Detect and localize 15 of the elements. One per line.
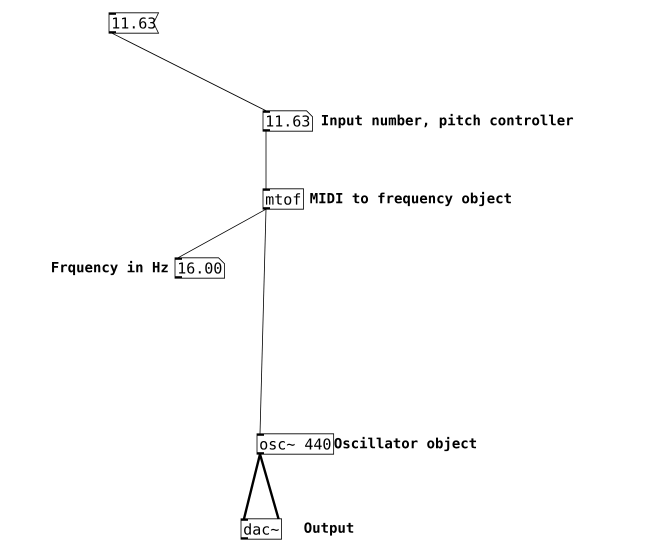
patch-cord (178, 208, 266, 258)
object-box: mtof (262, 188, 304, 210)
comment-text: Oscillator object (334, 436, 476, 452)
comment-text: Input number, pitch controller (322, 114, 574, 128)
patch-cord (258, 454, 280, 520)
comment-text: Output (304, 522, 354, 536)
object-box: dac~ (240, 518, 282, 540)
patch-cord (260, 208, 266, 434)
comment-text: MIDI to frequency object (310, 192, 511, 206)
number-box: 16.00 (174, 257, 225, 279)
object-box: osc~ 440 (256, 433, 334, 455)
comment-text: Frquency in Hz (52, 260, 168, 276)
number-box: 11.63 (262, 110, 313, 132)
patch-cord (242, 454, 262, 520)
patch-cord (112, 32, 266, 112)
